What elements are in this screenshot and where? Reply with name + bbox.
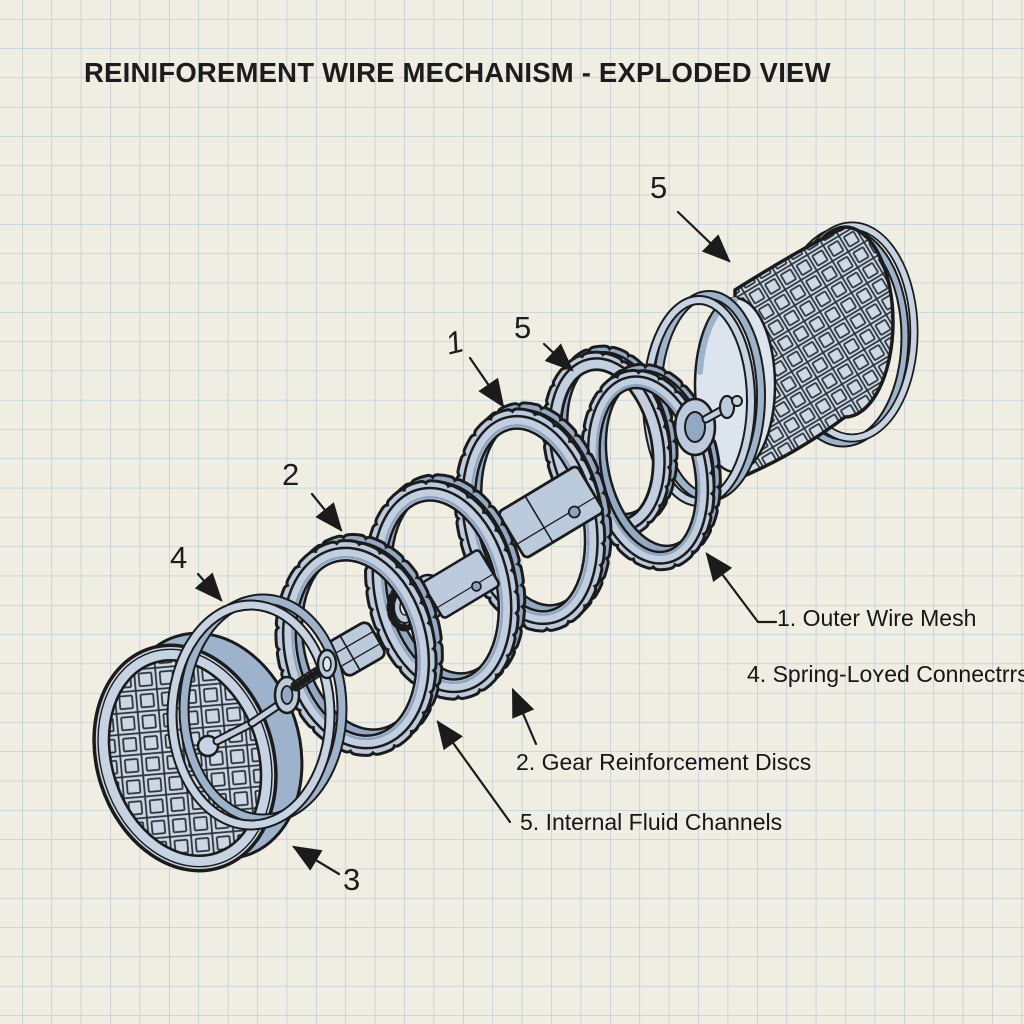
arrow-callout-3 <box>291 845 341 876</box>
drawing-title: REINIFOREMENT WIRE MECHANISM - EXPLODED … <box>84 57 831 88</box>
arrow-callout-5-top <box>676 210 731 263</box>
callout-number-4: 4 <box>170 540 188 575</box>
arrow-callout-2 <box>310 492 343 532</box>
callout-number-3: 3 <box>343 862 361 897</box>
legend-gear-reinforcement-discs: 2. Gear Reinforcement Discs <box>516 749 812 775</box>
front-retainer-ring <box>166 593 348 831</box>
spring-loaded-connector-left <box>196 648 338 758</box>
legend-internal-fluid-channels: 5. Internal Fluid Channels <box>520 809 783 835</box>
arrow-callout-1 <box>468 356 505 408</box>
legend-outer-wire-mesh: 1. Outer Wire Mesh <box>777 605 977 631</box>
arrow-callout-4 <box>194 572 223 602</box>
drum-braided-shell <box>733 225 895 482</box>
callout-number-5-top: 5 <box>650 170 668 205</box>
leader-gear-discs <box>511 687 538 746</box>
connector-flange <box>718 394 736 420</box>
hex-nut <box>328 621 386 677</box>
leader-outer-wire-mesh <box>705 552 778 624</box>
callout-number-5-mid: 5 <box>514 310 532 345</box>
spring-loaded-connector-right <box>673 394 743 457</box>
arrow-callout-5-mid <box>542 342 574 372</box>
callout-arrows <box>194 210 778 876</box>
callout-number-2: 2 <box>282 457 300 492</box>
gear-reinforcement-disc-1 <box>274 533 444 757</box>
connector-tip <box>731 395 743 407</box>
threaded-rod <box>292 665 326 690</box>
legend-spring-loaded-connectors: 4. Spring-Loʏed Connectrrs <box>747 661 1024 687</box>
coupling-screw <box>471 581 482 592</box>
leader-fluid-channels <box>436 720 512 824</box>
coupling-screw <box>567 505 581 519</box>
